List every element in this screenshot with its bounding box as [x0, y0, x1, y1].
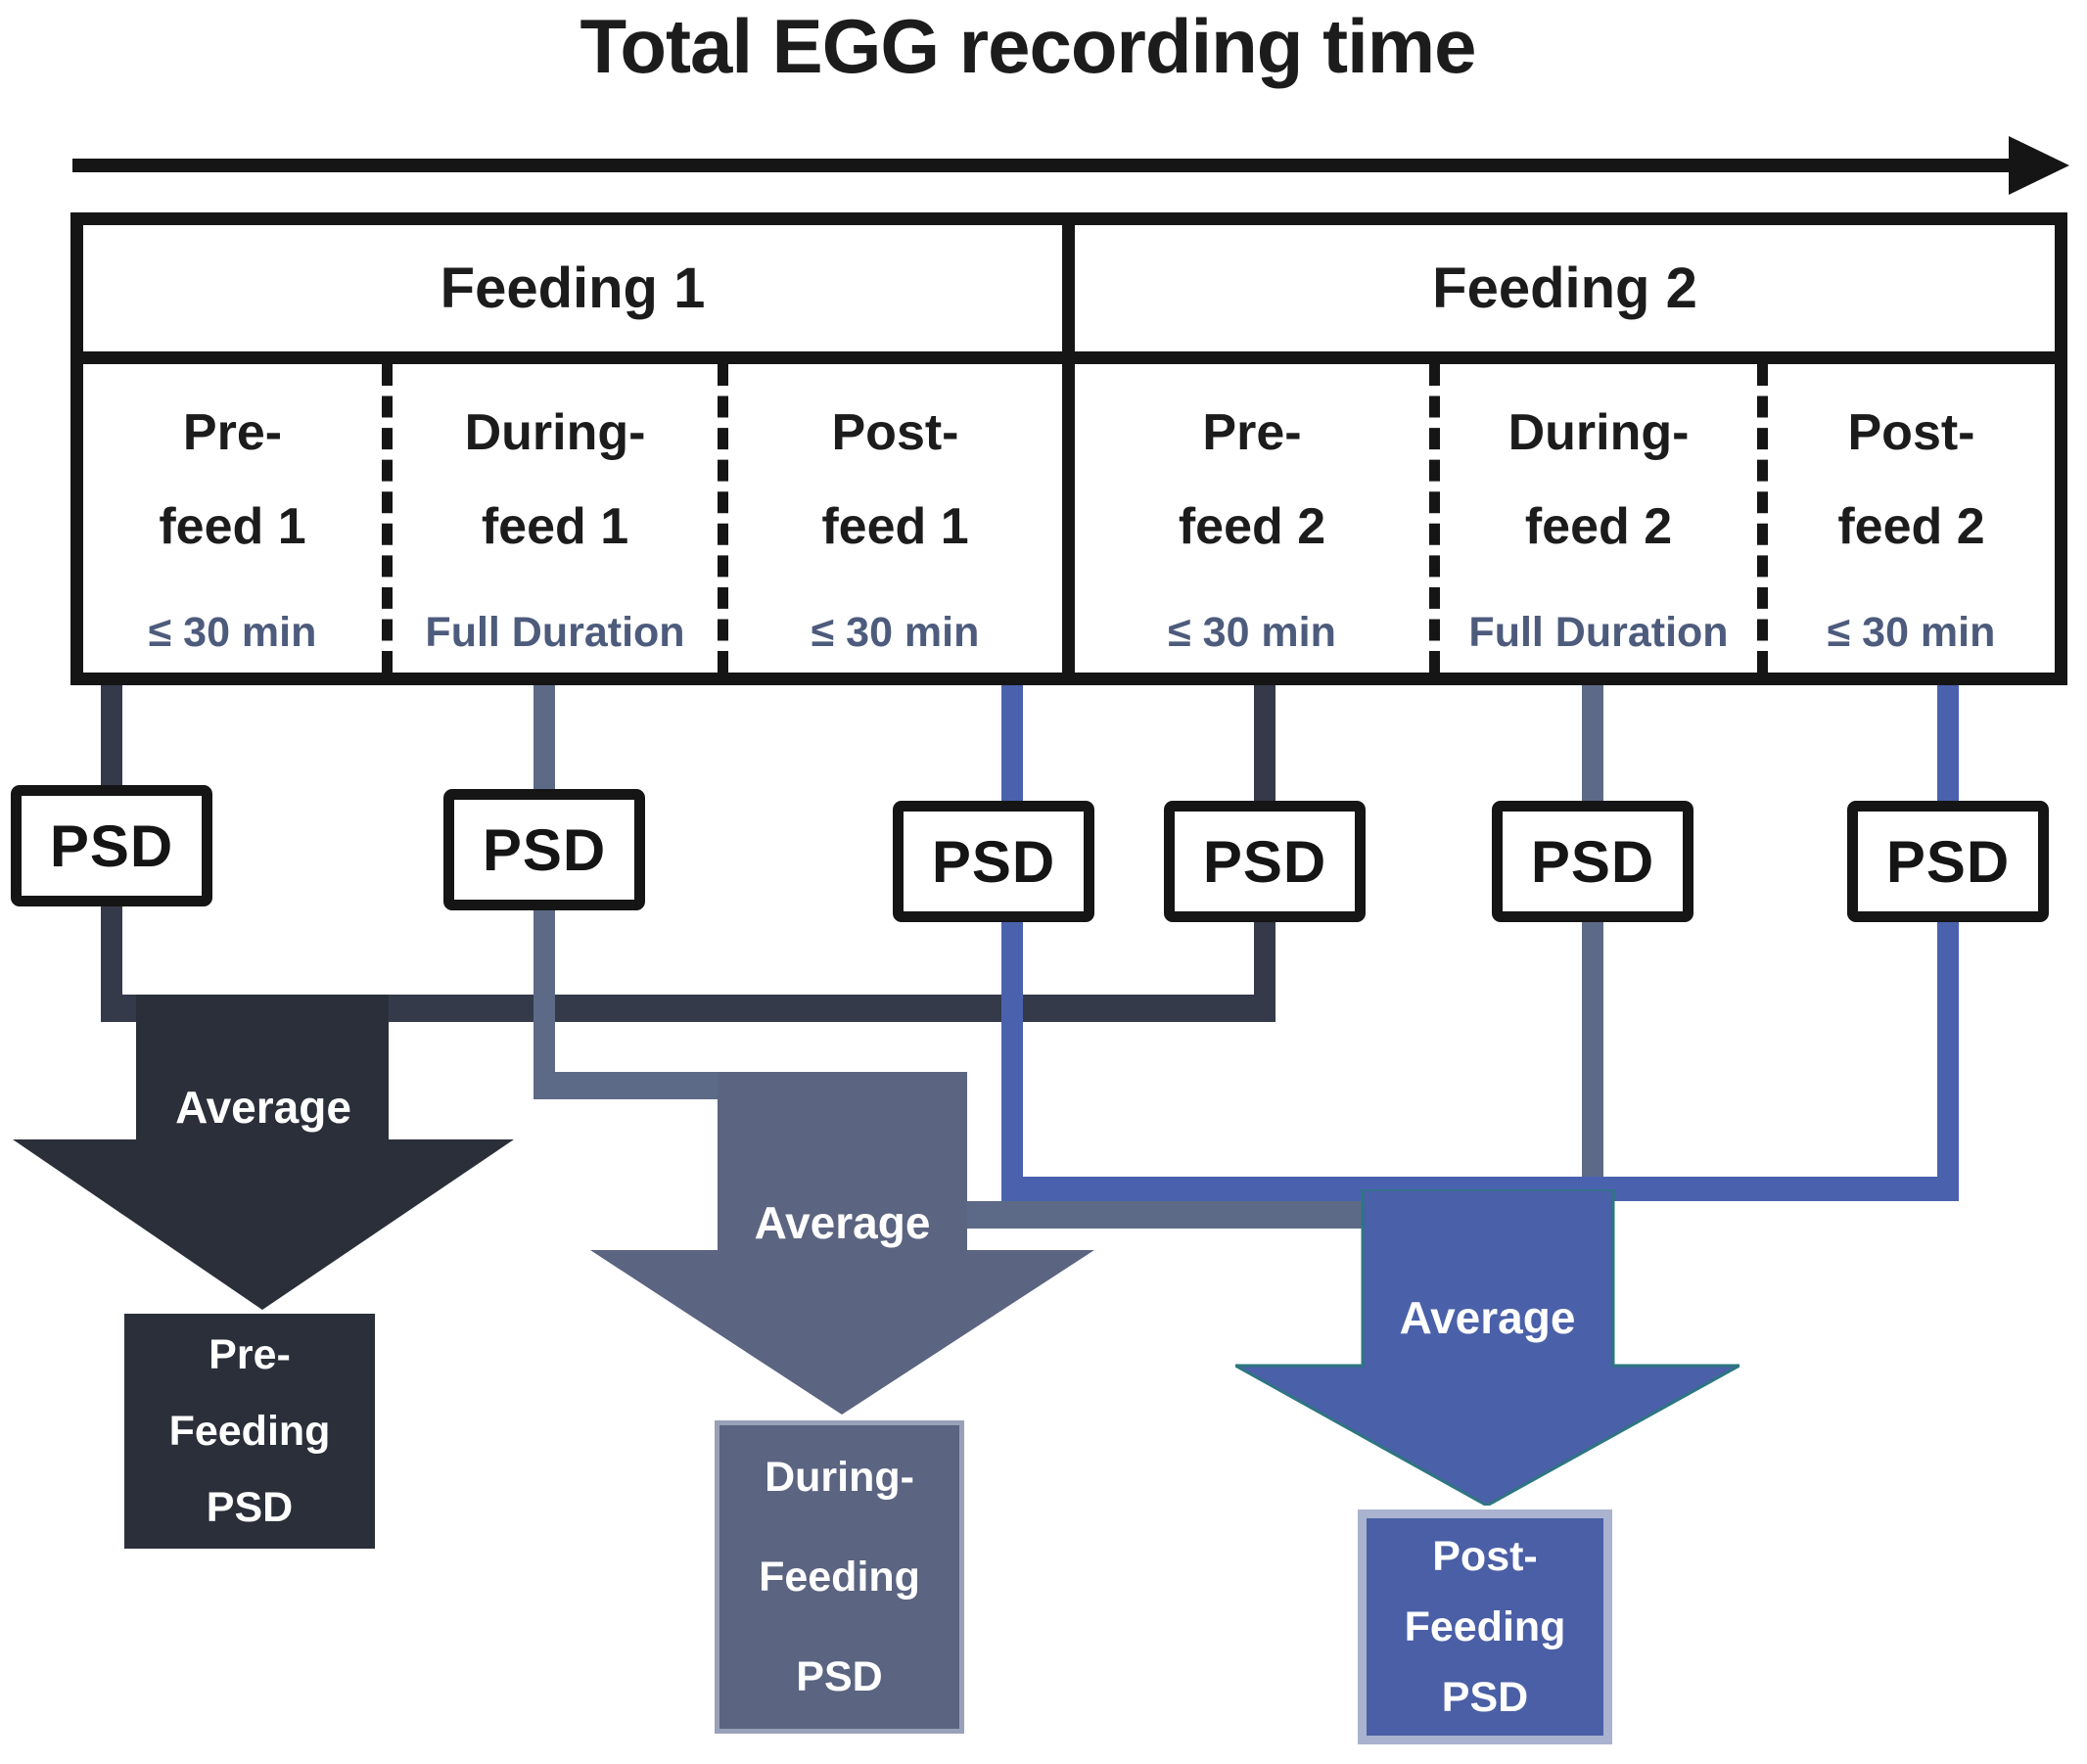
column-label-line: Pre- [1202, 404, 1302, 461]
down-arrow-icon [590, 1072, 1094, 1415]
psd-label: PSD [49, 812, 174, 879]
column-pre-feed-2: Pre- feed 2 ≤ 30 min [1075, 364, 1429, 673]
recording-phases-table: Feeding 1 Feeding 2 Pre- feed 1 ≤ 30 min… [70, 212, 2067, 685]
down-arrow-icon [1229, 1187, 1745, 1508]
timeline-arrow-head-icon [2009, 136, 2069, 195]
column-during-feed-1: During- feed 1 Full Duration [382, 364, 718, 673]
duration-pre-feed-2: ≤ 30 min [1168, 609, 1336, 656]
column-label-line: Pre- [182, 404, 283, 461]
connector-line-post-feed-2 [1937, 685, 1959, 1201]
average-label-during: Average [754, 1197, 931, 1248]
psd-box-post-feed-1: PSD [893, 801, 1094, 922]
column-label-line: During- [1507, 404, 1690, 461]
column-label-line: Post- [831, 404, 959, 461]
average-arrow-post: Average [1229, 1187, 1745, 1508]
column-post-feed-1: Post- feed 1 ≤ 30 min [718, 364, 1062, 673]
average-arrow-pre: Average [13, 995, 514, 1310]
psd-label: PSD [1530, 828, 1655, 895]
column-label-line: feed 2 [1524, 498, 1673, 555]
column-label-line: feed 2 [1178, 498, 1326, 555]
feeding-2-header: Feeding 2 [1062, 225, 2055, 351]
result-line: During- [765, 1454, 914, 1501]
table-header-row: Feeding 1 Feeding 2 [83, 225, 2055, 364]
duration-pre-feed-1: ≤ 30 min [148, 609, 317, 656]
duration-during-feed-1: Full Duration [425, 609, 685, 656]
result-line: PSD [796, 1653, 883, 1700]
average-arrow-during: Average [590, 1072, 1094, 1415]
result-box-post-feeding-psd: Post- Feeding PSD [1358, 1509, 1612, 1744]
psd-box-pre-feed-1: PSD [11, 785, 212, 906]
duration-post-feed-2: ≤ 30 min [1827, 609, 1996, 656]
psd-box-pre-feed-2: PSD [1164, 801, 1366, 922]
result-line: Post- [1432, 1533, 1538, 1580]
column-during-feed-2: During- feed 2 Full Duration [1429, 364, 1757, 673]
column-pre-feed-1: Pre- feed 1 ≤ 30 min [83, 364, 382, 673]
psd-box-post-feed-2: PSD [1847, 801, 2049, 922]
page-title: Total EGG recording time [580, 3, 1476, 89]
table-body-row: Pre- feed 1 ≤ 30 min During- feed 1 Full… [83, 364, 2055, 673]
result-line: Feeding [759, 1554, 920, 1601]
result-line: PSD [1441, 1674, 1529, 1721]
psd-label: PSD [1885, 828, 2011, 895]
duration-during-feed-2: Full Duration [1468, 609, 1729, 656]
column-label-line: feed 2 [1837, 498, 1985, 555]
duration-post-feed-1: ≤ 30 min [811, 609, 980, 656]
result-box-during-feeding-psd: During- Feeding PSD [715, 1420, 964, 1734]
column-label-line: feed 1 [481, 498, 629, 555]
psd-box-during-feed-1: PSD [443, 789, 645, 910]
down-arrow-icon [13, 995, 514, 1310]
column-label-line: feed 1 [821, 498, 969, 555]
average-label-pre: Average [175, 1082, 351, 1133]
psd-label: PSD [931, 828, 1056, 895]
result-line: PSD [206, 1484, 294, 1531]
feeding-1-header: Feeding 1 [440, 256, 706, 320]
column-label-line: Post- [1847, 404, 1975, 461]
timeline-arrow-line [72, 159, 2015, 172]
column-post-feed-2: Post- feed 2 ≤ 30 min [1757, 364, 2055, 673]
psd-label: PSD [482, 816, 607, 883]
psd-box-during-feed-2: PSD [1492, 801, 1693, 922]
column-label-line: feed 1 [159, 498, 306, 555]
result-line: Feeding [168, 1408, 331, 1455]
connector-line-during-feed-2 [1582, 685, 1603, 1229]
result-line: Pre- [209, 1331, 291, 1378]
column-label-line: During- [464, 404, 646, 461]
psd-label: PSD [1202, 828, 1327, 895]
result-box-pre-feeding-psd: Pre- Feeding PSD [124, 1314, 375, 1549]
result-line: Feeding [1404, 1603, 1566, 1650]
average-label-post: Average [1399, 1292, 1576, 1343]
